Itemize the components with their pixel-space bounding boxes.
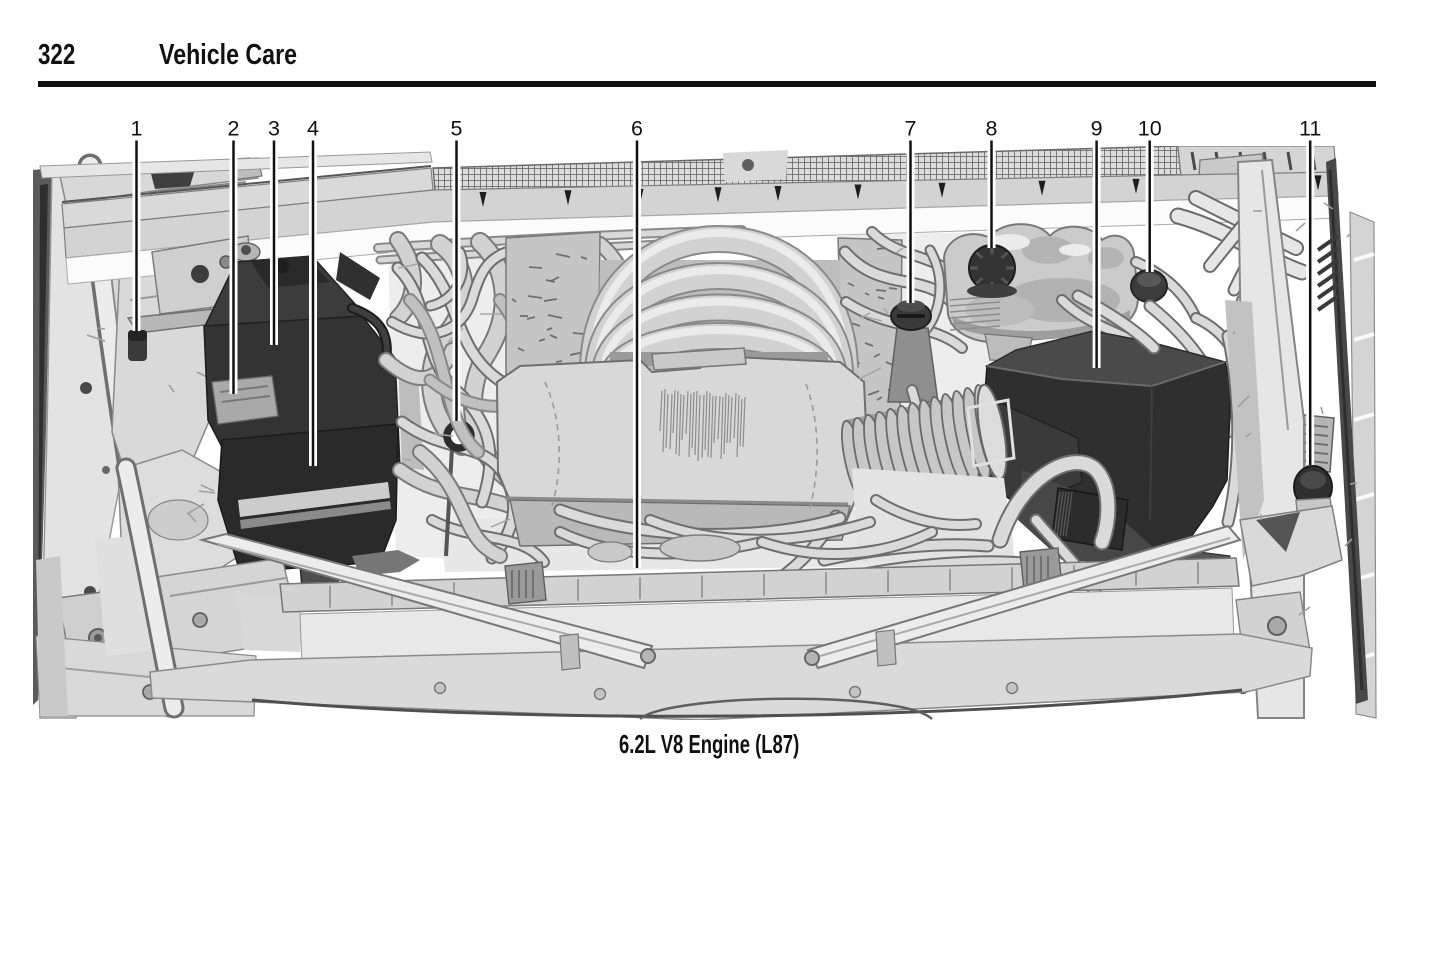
svg-text:3: 3 xyxy=(268,117,280,141)
svg-text:9: 9 xyxy=(1091,117,1103,141)
svg-text:11: 11 xyxy=(1299,117,1321,141)
svg-text:2: 2 xyxy=(228,117,240,141)
svg-text:5: 5 xyxy=(451,117,463,141)
svg-text:10: 10 xyxy=(1138,117,1162,141)
svg-text:8: 8 xyxy=(986,117,998,141)
svg-text:1: 1 xyxy=(131,117,143,141)
svg-text:7: 7 xyxy=(905,117,917,141)
svg-text:4: 4 xyxy=(307,117,319,141)
svg-text:6: 6 xyxy=(631,117,643,141)
